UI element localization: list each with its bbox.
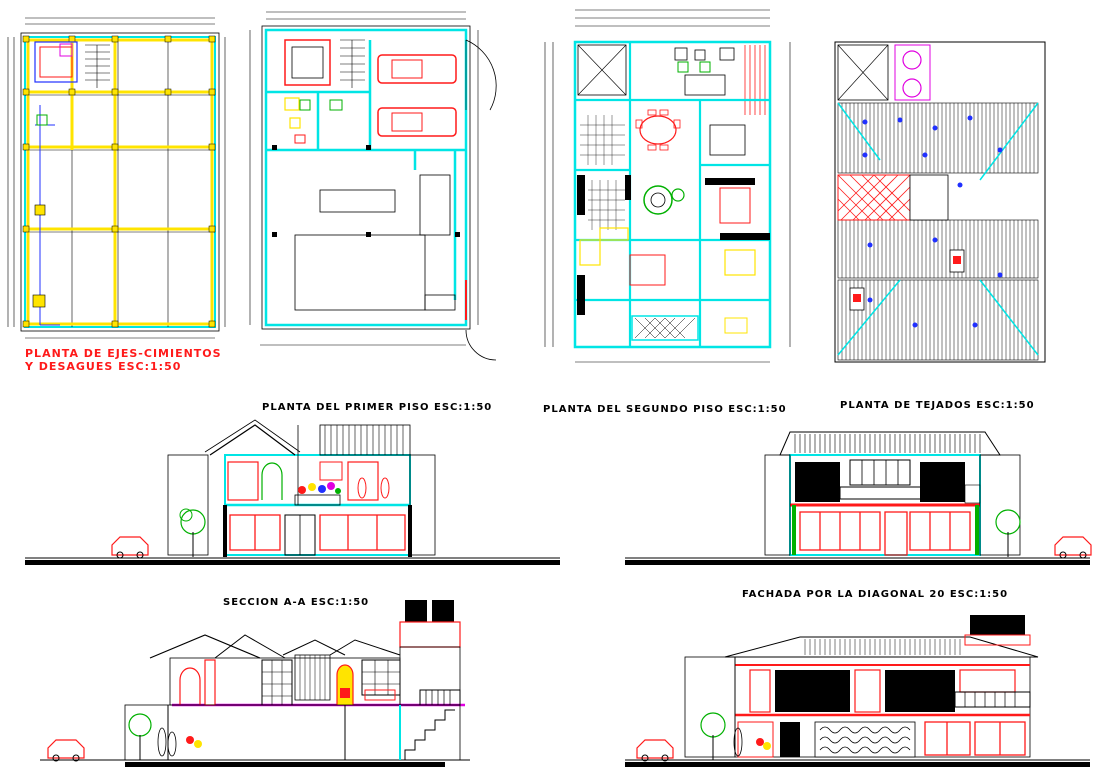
title-second-floor-plan: PLANTA DEL SEGUNDO PISO ESC:1:50 [543, 404, 787, 415]
title-foundation-plan-line1: PLANTA DE EJES-CIMIENTOS [25, 347, 222, 360]
title-section-aa: SECCION A-A ESC:1:50 [223, 597, 370, 608]
section-aa [40, 600, 470, 767]
first-floor-plan [249, 11, 497, 361]
title-foundation-plan-line2: Y DESAGUES ESC:1:50 [25, 360, 182, 373]
title-first-floor-plan: PLANTA DEL PRIMER PISO ESC:1:50 [262, 402, 493, 413]
roof-plan [834, 41, 1046, 363]
title-roof-plan: PLANTA DE TEJADOS ESC:1:50 [840, 400, 1035, 411]
second-floor-plan [544, 9, 791, 363]
front-elevation [25, 419, 560, 565]
title-diagonal-facade: FACHADA POR LA DIAGONAL 20 ESC:1:50 [742, 589, 1009, 600]
foundation-axes-plan [7, 17, 226, 339]
rear-elevation [625, 431, 1092, 565]
diagonal-facade [625, 615, 1090, 767]
